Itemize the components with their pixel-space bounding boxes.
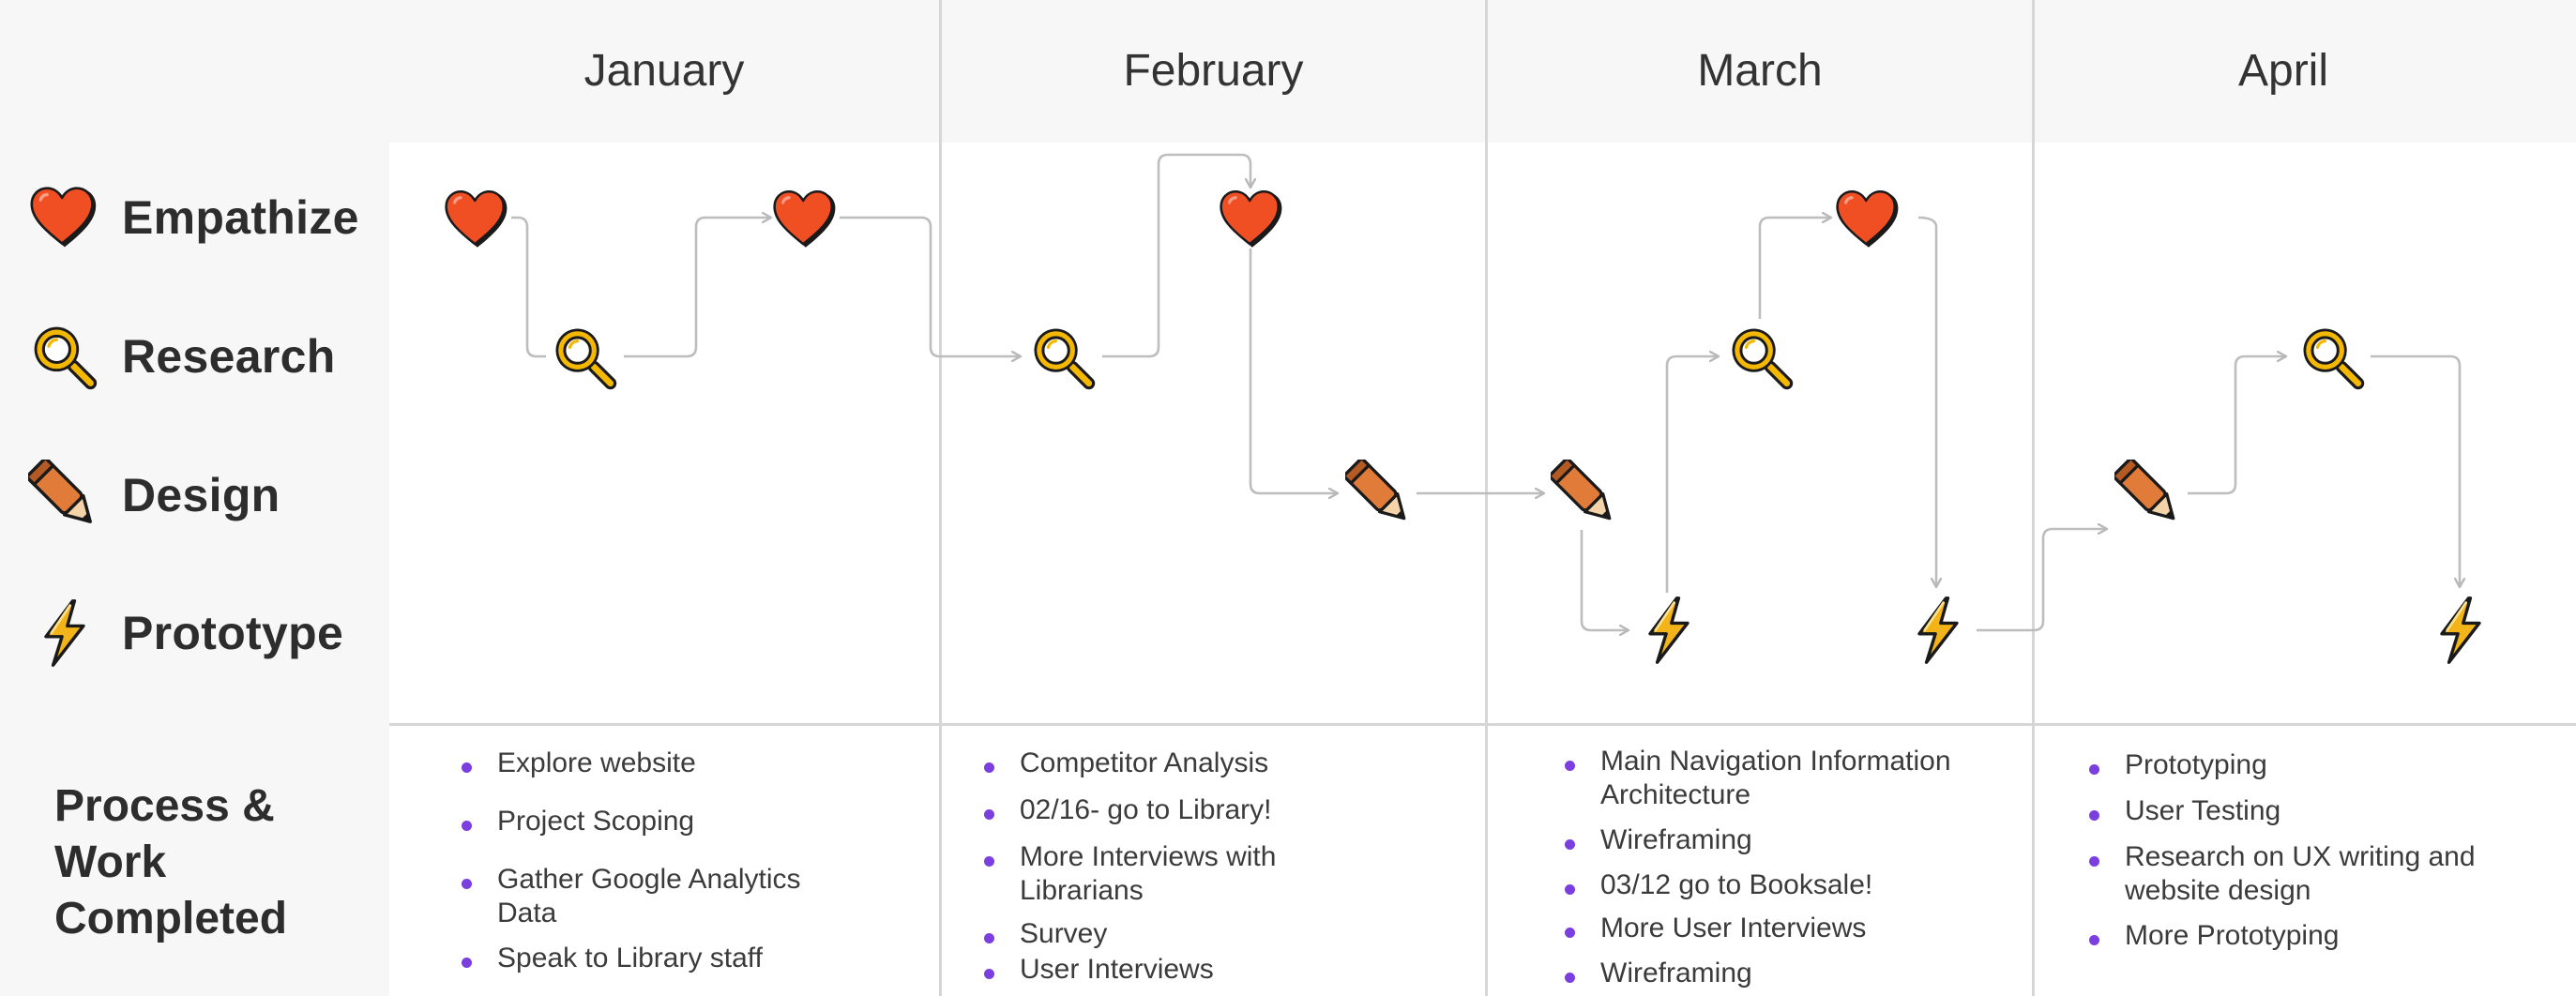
heart-icon — [772, 189, 838, 249]
heart-icon — [1219, 189, 1284, 249]
lightning-icon — [1917, 596, 1959, 664]
task-item: Research on UX writing and website desig… — [2082, 840, 2504, 908]
phase-label: Research — [122, 330, 336, 383]
connector-path — [1102, 153, 1250, 358]
task-item: More User Interviews — [1557, 912, 1951, 945]
pencil-icon — [1551, 460, 1618, 527]
task-item: Wireframing — [1557, 823, 1951, 857]
connector-path — [2371, 355, 2460, 587]
month-january: January — [583, 46, 745, 96]
task-item: More Prototyping — [2082, 919, 2504, 953]
pencil-icon — [1345, 460, 1413, 527]
task-item: 02/16- go to Library! — [977, 793, 1371, 827]
magnifier-icon — [555, 328, 610, 383]
connector-path — [1758, 218, 1831, 319]
tasks-january: Explore website Project Scoping Gather G… — [454, 747, 867, 975]
magnifier-icon — [2303, 328, 2357, 383]
task-item: Explore website — [454, 747, 867, 780]
phase-label: Prototype — [122, 607, 344, 659]
phase-prototype: Prototype — [28, 596, 343, 671]
connector-path — [1977, 529, 2107, 632]
month-february: February — [1123, 46, 1304, 96]
month-march: March — [1697, 46, 1823, 96]
connector-path — [511, 216, 546, 358]
phase-research: Research — [28, 319, 336, 394]
heart-icon — [1835, 189, 1901, 249]
connector-path — [840, 216, 1021, 356]
heart-icon — [444, 189, 509, 249]
pencil-icon — [2114, 460, 2182, 527]
task-item: Wireframing — [1557, 957, 1951, 990]
connector-path — [2188, 356, 2286, 495]
tasks-april: Prototyping User Testing Research on UX … — [2082, 748, 2504, 953]
task-item: User Testing — [2082, 794, 2504, 828]
column-divider — [2032, 0, 2035, 996]
connector-path — [1249, 249, 1338, 493]
tasks-february: Competitor Analysis 02/16- go to Library… — [977, 747, 1371, 987]
connector-path — [1580, 530, 1629, 630]
lightning-icon — [2440, 596, 2481, 664]
task-item: Competitor Analysis — [977, 747, 1371, 780]
connector-path — [1917, 216, 1936, 587]
task-item: Main Navigation Information Architecture — [1557, 745, 1951, 812]
task-item: Project Scoping — [454, 805, 867, 838]
column-divider — [939, 0, 942, 996]
lightning-icon — [1648, 596, 1690, 664]
task-item: Prototyping — [2082, 748, 2504, 782]
month-april: April — [2237, 46, 2329, 96]
task-item: More Interviews with Librarians — [977, 840, 1371, 908]
phase-empathize: Empathize — [28, 180, 359, 255]
connector-path — [1665, 356, 1719, 593]
task-item: Gather Google Analytics Data — [454, 863, 867, 930]
process-work-title: Process & Work Completed — [54, 781, 288, 943]
column-divider — [1485, 0, 1488, 996]
magnifier-icon — [1732, 328, 1786, 383]
magnifier-icon — [1034, 328, 1088, 383]
process-row-divider — [389, 723, 2576, 726]
tasks-march: Main Navigation Information Architecture… — [1557, 745, 1951, 990]
task-item: 03/12 go to Booksale! — [1557, 868, 1951, 902]
task-item: User Interviews — [977, 953, 1371, 987]
timeline-panel — [389, 143, 2576, 996]
phase-label: Design — [122, 469, 280, 521]
phase-label: Empathize — [122, 191, 359, 244]
phase-design: Design — [28, 458, 280, 533]
task-item: Survey — [977, 917, 1371, 951]
connector-path — [624, 218, 771, 358]
month-header-band — [389, 0, 2576, 143]
task-item: Speak to Library staff — [454, 942, 867, 975]
